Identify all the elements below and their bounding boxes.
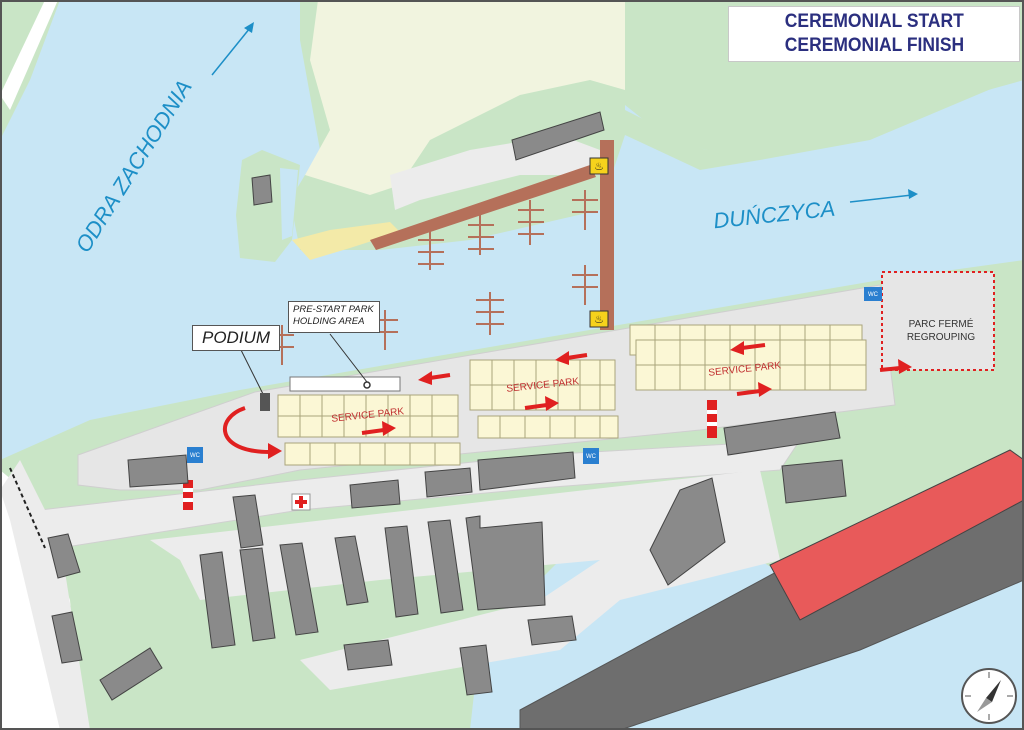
podium-structure (260, 393, 270, 411)
north-island-sand (305, 0, 625, 195)
north-island-road (390, 135, 600, 210)
u-turn-arrow (223, 406, 271, 454)
dashed-gate (9, 467, 46, 549)
podium-label: PODIUM (202, 328, 270, 347)
parc-ferme-label: PARC FERMÉ REGROUPING (886, 318, 996, 344)
direction-arrow-icon (879, 366, 901, 372)
water-tap-icon: ♨ (589, 157, 609, 175)
direction-arrow-icon (524, 403, 548, 410)
direction-arrow-icon (566, 353, 588, 360)
lower-roads (150, 470, 780, 690)
red-warehouse (769, 449, 1024, 621)
title-line-1: CEREMONIAL START (784, 11, 964, 32)
direction-arrow-icon (741, 343, 766, 350)
direction-arrow-icon (429, 373, 451, 380)
title-box: CEREMONIAL START CEREMONIAL FINISH (728, 6, 1020, 62)
parc-ferme-area (881, 271, 995, 371)
water-tap-icon: ♨ (589, 310, 609, 328)
diagonal-pier (370, 165, 596, 250)
west-bank-road (0, 0, 58, 110)
west-bank-land (0, 0, 60, 140)
svg-text:WC: WC (190, 453, 201, 459)
podium-callout: PODIUM (192, 325, 280, 351)
pontoon-fingers (270, 190, 598, 365)
north-island-beach (292, 222, 400, 260)
prestart-line-1: PRE-START PARK (293, 304, 374, 315)
direction-arrow-icon (361, 428, 385, 435)
direction-arrow-icon (736, 389, 761, 396)
parc-ferme-line-2: REGROUPING (906, 332, 976, 343)
u-turn-arrowhead (268, 443, 282, 459)
prestart-leader (329, 333, 368, 383)
prestart-holding-strip (289, 376, 401, 392)
prestart-line-2: HOLDING AREA (293, 316, 365, 327)
buildings (47, 111, 847, 701)
podium-leader (239, 347, 266, 399)
barrier-markers (183, 400, 717, 510)
dunczyca-arrow (849, 194, 913, 203)
svg-text:♨: ♨ (594, 161, 604, 173)
wc-icon: WC (864, 287, 882, 301)
prestart-callout: PRE-START PARK HOLDING AREA (288, 301, 380, 333)
title-line-2: CEREMONIAL FINISH (784, 35, 964, 56)
parc-ferme-line-1: PARC FERMÉ (908, 319, 974, 330)
wc-icon: WC (187, 447, 203, 463)
svg-text:WC: WC (586, 454, 597, 460)
main-pier (600, 140, 614, 330)
service-grid-lines (278, 325, 866, 465)
svg-text:♨: ♨ (594, 314, 604, 326)
direction-arrows (361, 341, 912, 436)
main-road (39, 439, 801, 549)
compass-icon (961, 668, 1017, 724)
wc-icon: WC (583, 448, 599, 464)
odra-arrow (211, 27, 251, 76)
breakwater-cut (280, 168, 298, 240)
svg-text:WC: WC (868, 292, 879, 298)
